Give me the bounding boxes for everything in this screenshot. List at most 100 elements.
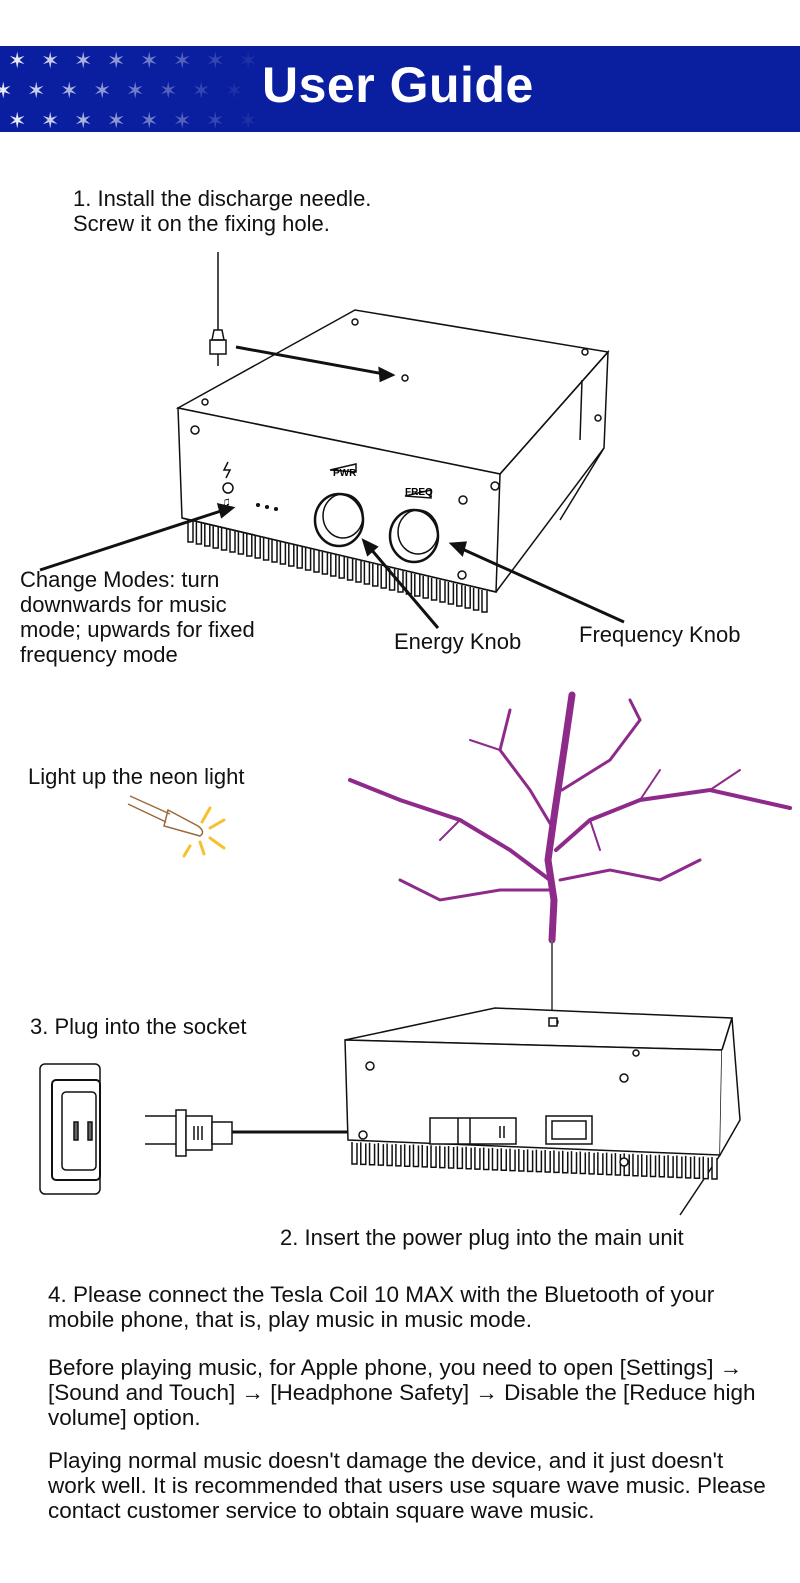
- heatsink-fin: [355, 560, 362, 583]
- heatsink-fin: [482, 1147, 490, 1171]
- heatsink-fin: [597, 1152, 604, 1175]
- star-icon: ✶: [27, 78, 45, 103]
- heatsink-fin: [220, 528, 228, 551]
- heatsink-fin: [237, 532, 245, 555]
- heatsink-fin: [377, 1143, 385, 1166]
- energy-knob-label: Energy Knob: [394, 629, 522, 654]
- star-icon: ✶: [239, 48, 257, 73]
- star-icon: ✶: [225, 78, 243, 103]
- pwr-label: PWR: [333, 468, 357, 479]
- heatsink-fin: [386, 1143, 393, 1167]
- energy-knob-icon: [313, 463, 365, 548]
- heatsink-fin: [360, 1142, 367, 1166]
- heatsink-fin: [464, 586, 471, 609]
- star-icon: ✶: [93, 78, 111, 103]
- heatsink-fin: [346, 558, 354, 581]
- heatsink-fin: [588, 1151, 595, 1175]
- heatsink-fin: [500, 1148, 508, 1171]
- heatsink-fin: [288, 544, 295, 567]
- star-icon: ✶: [140, 108, 158, 132]
- heatsink-fin: [430, 1145, 437, 1169]
- stars-decoration: ✶✶✶✶✶✶✶✶✶✶✶✶✶✶✶✶✶✶✶✶✶✶✶✶: [0, 48, 257, 132]
- heatsink-fin: [465, 1146, 472, 1170]
- heatsink-fin: [439, 1145, 446, 1169]
- heatsink-fin: [422, 576, 429, 599]
- step2-label: 2. Insert the power plug into the main u…: [280, 1225, 684, 1250]
- star-icon: ✶: [8, 108, 26, 132]
- heatsink-fin: [321, 552, 329, 575]
- heatsink-fin: [304, 548, 312, 571]
- heatsink-fin: [605, 1152, 613, 1176]
- heatsink-fin: [430, 578, 438, 601]
- star-icon: ✶: [239, 108, 257, 132]
- step4-paragraph-2: Before playing music, for Apple phone, y…: [48, 1355, 756, 1430]
- heatsink-fin: [579, 1151, 587, 1175]
- star-icon: ✶: [206, 48, 224, 73]
- frequency-arrow: [459, 546, 625, 624]
- heatsink-fin: [676, 1155, 683, 1179]
- heatsink-fin: [412, 1144, 420, 1168]
- heatsink-fin: [702, 1156, 709, 1180]
- heatsink-fin: [472, 588, 480, 611]
- heatsink-fin: [570, 1151, 578, 1174]
- frequency-knob-label: Frequency Knob: [579, 622, 741, 647]
- star-icon: ✶: [126, 78, 144, 103]
- heatsink-fin: [693, 1156, 701, 1180]
- heatsink-fin: [544, 1150, 551, 1173]
- star-icon: ✶: [107, 108, 125, 132]
- heatsink-fin: [372, 564, 379, 587]
- star-icon: ✶: [41, 108, 59, 132]
- star-icon: ✶: [173, 48, 191, 73]
- heatsink-fin: [509, 1148, 516, 1172]
- heatsink-fin: [684, 1155, 692, 1179]
- heatsink-fin: [271, 540, 278, 563]
- star-icon: ✶: [107, 48, 125, 73]
- power-inlet-icon: [545, 1115, 593, 1145]
- star-icon: ✶: [206, 108, 224, 132]
- header-banner: ✶✶✶✶✶✶✶✶✶✶✶✶✶✶✶✶✶✶✶✶✶✶✶✶ User Guide: [0, 46, 800, 132]
- needle-arrow: [235, 345, 385, 376]
- heatsink-fin: [526, 1149, 534, 1173]
- star-icon: ✶: [192, 78, 210, 103]
- lightning-icon: [222, 461, 232, 479]
- heatsink-fins: [187, 520, 488, 613]
- heatsink-fin: [254, 536, 261, 559]
- star-icon: ✶: [74, 48, 92, 73]
- star-icon: ✶: [0, 78, 12, 103]
- heatsink-fin: [439, 580, 446, 603]
- heatsink-fin: [667, 1155, 674, 1178]
- heatsink-fin: [246, 534, 253, 557]
- heatsink-fin: [649, 1154, 657, 1178]
- star-icon: ✶: [140, 48, 158, 73]
- plasma-arc-illustration: [348, 691, 792, 1020]
- heatsink-fin: [414, 574, 421, 597]
- heatsink-fin: [491, 1147, 499, 1171]
- heatsink-fin: [641, 1154, 648, 1177]
- star-icon: ✶: [173, 108, 191, 132]
- heatsink-fin: [711, 1157, 718, 1180]
- heatsink-fin: [363, 562, 371, 585]
- heatsink-fin: [614, 1152, 622, 1176]
- change-modes-callout: Change Modes: turn downwards for music m…: [20, 567, 255, 667]
- heatsink-fin: [380, 566, 387, 589]
- step4-paragraph-3: Playing normal music doesn't damage the …: [48, 1448, 766, 1523]
- heatsink-fin: [421, 1144, 428, 1168]
- heatsink-fin: [338, 556, 345, 579]
- heatsink-fin: [518, 1148, 525, 1172]
- heatsink-fin: [195, 522, 203, 545]
- neon-light-label: Light up the neon light: [28, 764, 245, 789]
- heatsink-fin: [351, 1142, 358, 1165]
- star-icon: ✶: [159, 78, 177, 103]
- tesla-coil-device-illustration: PWR FREQ ♫: [39, 252, 625, 629]
- heatsink-fin: [395, 1143, 402, 1167]
- heatsink-fin: [368, 1142, 376, 1166]
- heatsink-fin: [456, 1146, 464, 1170]
- socket-and-plug-illustration: [39, 1007, 741, 1216]
- heatsink-fin: [279, 542, 287, 565]
- heatsink-fin: [204, 524, 211, 547]
- music-note-icon: ♫: [221, 494, 231, 509]
- star-icon: ✶: [8, 48, 26, 73]
- heatsink-fin: [658, 1154, 666, 1178]
- heatsink-fin: [388, 568, 396, 591]
- heatsink-fin: [330, 554, 337, 577]
